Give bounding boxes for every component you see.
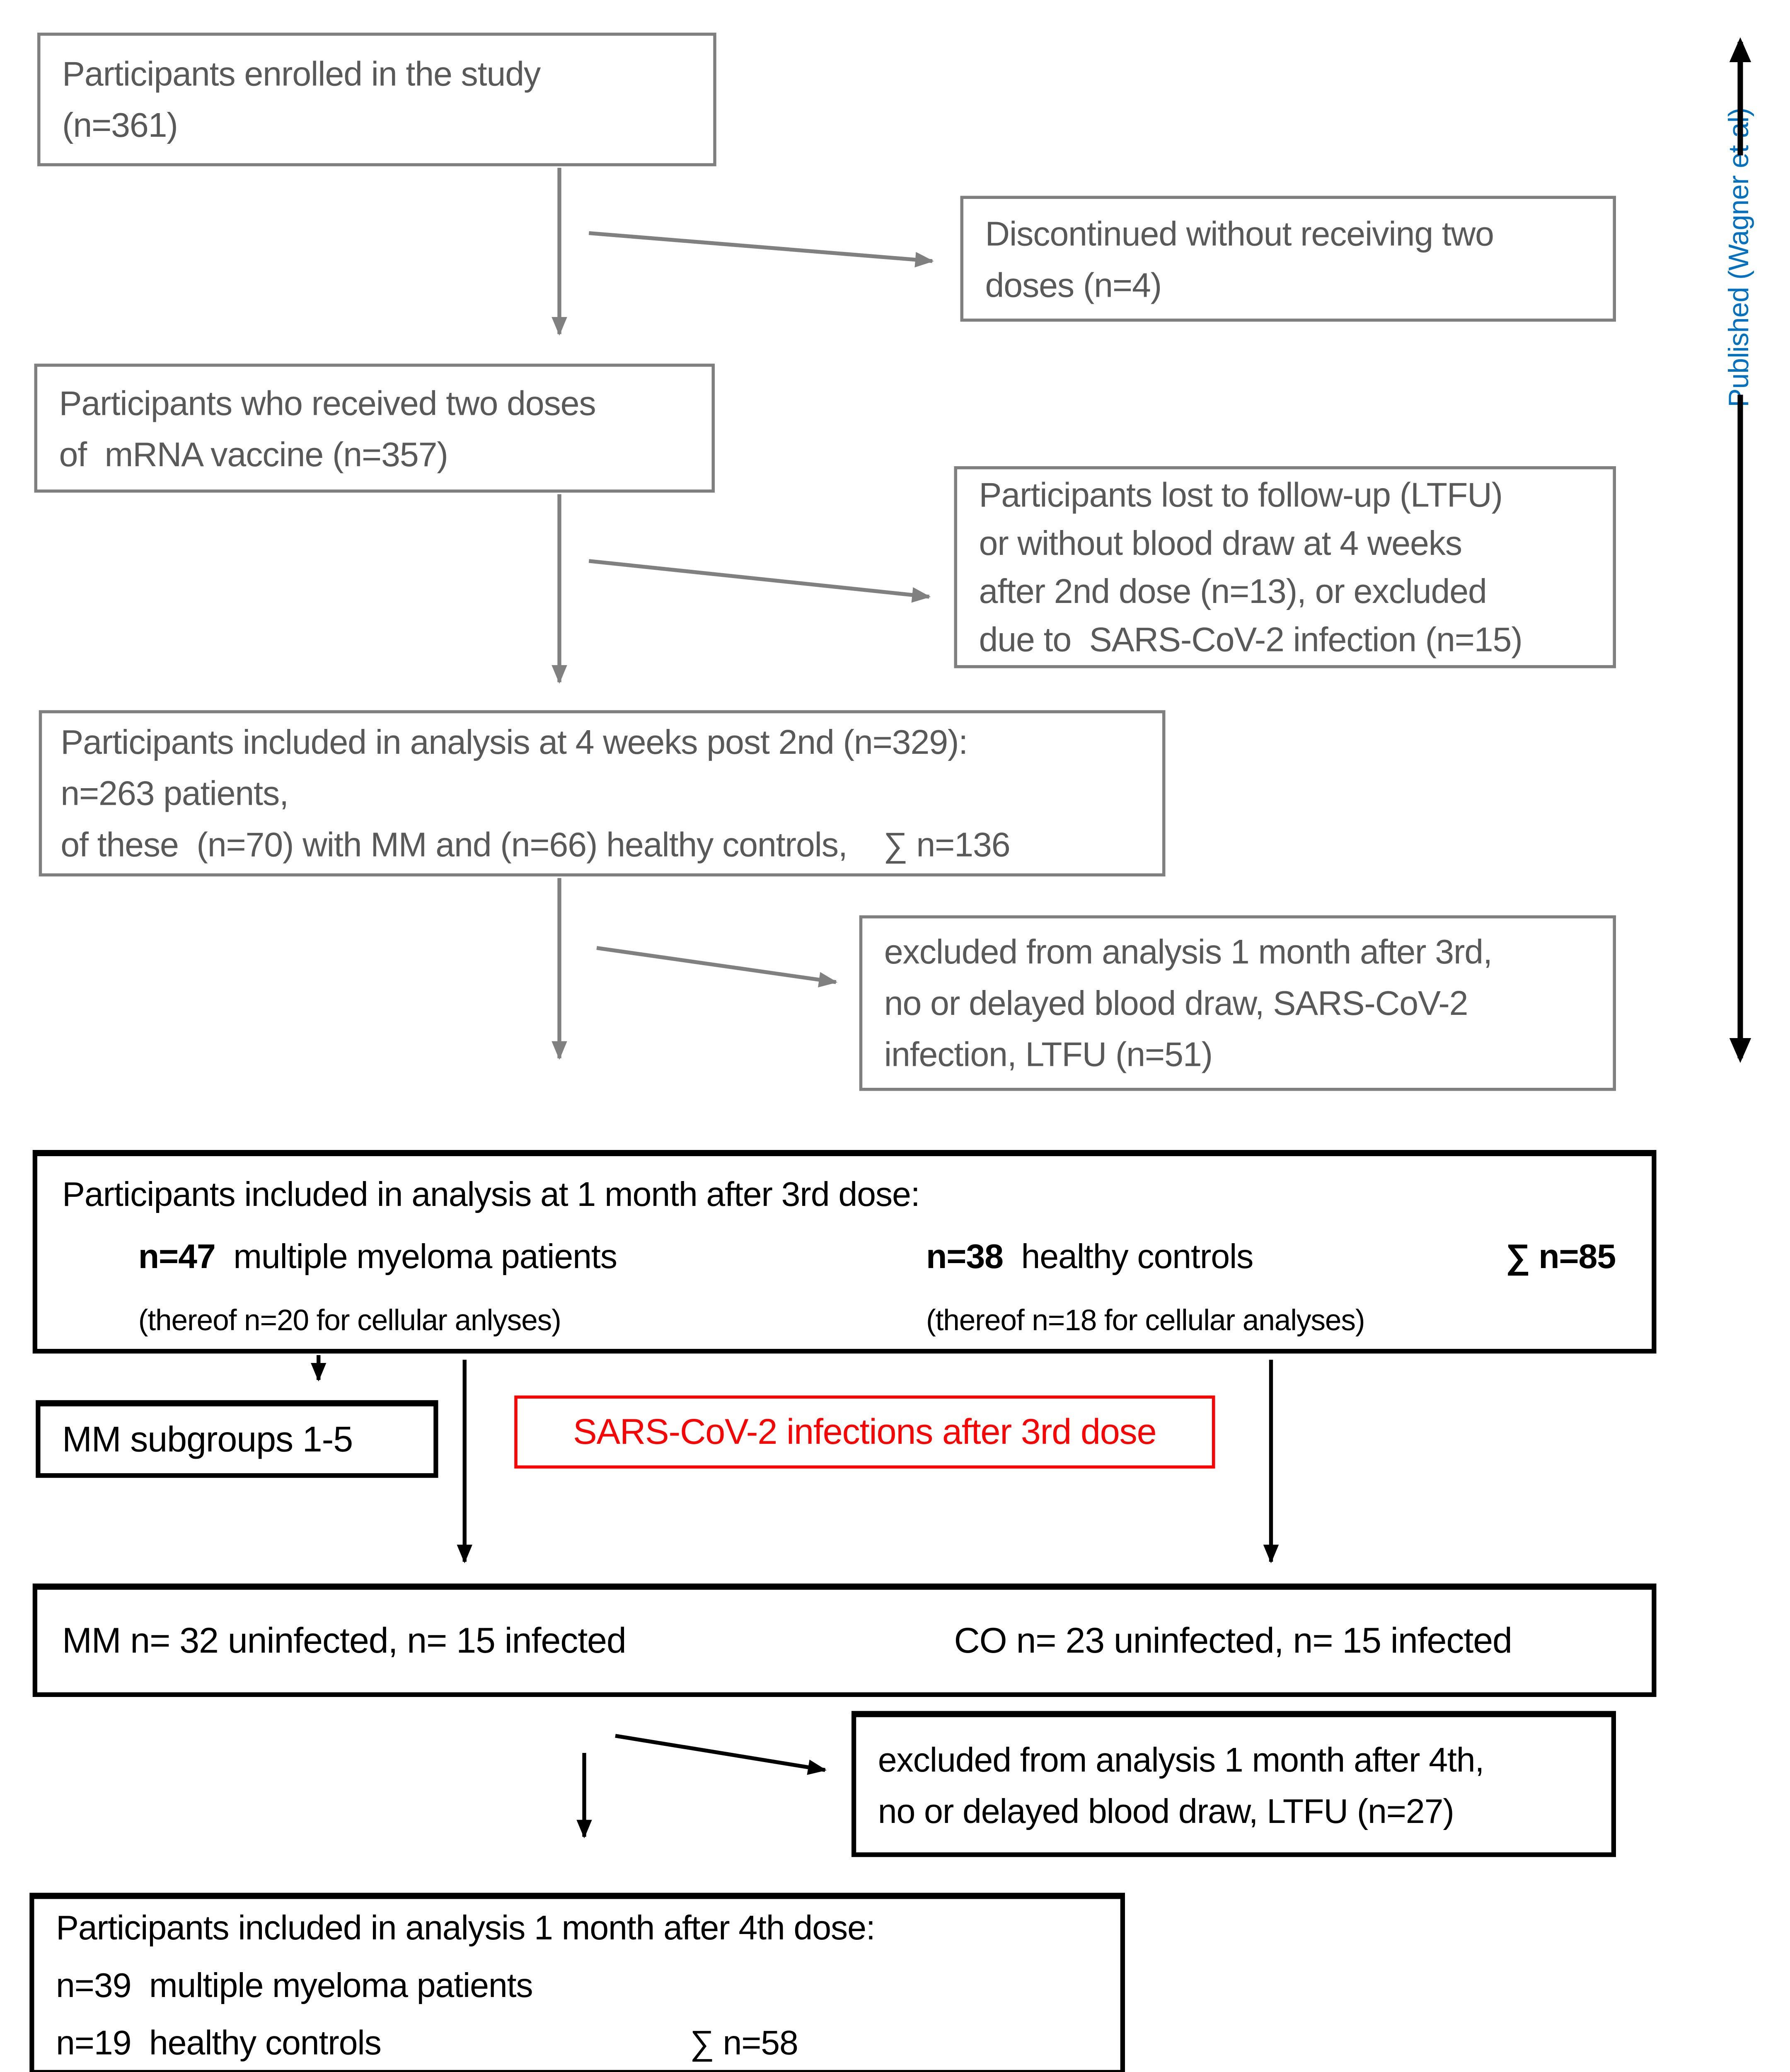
- box-enrolled: Participants enrolled in the study (n=36…: [37, 32, 716, 167]
- box-fourth-dose-mm: n=39 multiple myeloma patients: [56, 1965, 533, 2004]
- box-third-dose: Participants included in analysis at 1 m…: [32, 1150, 1657, 1354]
- box-excluded-4th: excluded from analysis 1 month after 4th…: [851, 1711, 1616, 1857]
- arrow-to-ltfu: [588, 559, 931, 603]
- box-ltfu-line4: due to SARS-CoV-2 infection (n=15): [979, 620, 1523, 659]
- box-mm-co: MM n= 32 uninfected, n= 15 infected CO n…: [32, 1583, 1657, 1697]
- box-excluded-4th-line2: no or delayed blood draw, LTFU (n=27): [878, 1791, 1454, 1830]
- box-third-dose-co-sub: (thereof n=18 for cellular analyses): [926, 1305, 1365, 1338]
- box-third-dose-mm-n: n=47: [138, 1237, 216, 1276]
- box-fourth-dose: Participants included in analysis 1 mont…: [29, 1893, 1125, 2072]
- box-four-weeks-line3: of these (n=70) with MM and (n=66) healt…: [60, 825, 1010, 864]
- box-ltfu-line1: Participants lost to follow-up (LTFU): [979, 475, 1503, 515]
- box-four-weeks-line2: n=263 patients,: [60, 774, 289, 813]
- box-excluded-4th-line1: excluded from analysis 1 month after 4th…: [878, 1740, 1485, 1779]
- arrow-to-excluded-4th: [615, 1734, 827, 1775]
- box-third-dose-co-label: healthy controls: [1003, 1237, 1253, 1276]
- box-mm-subgroups-label: MM subgroups 1-5: [62, 1418, 353, 1460]
- box-mm-co-co: CO n= 23 uninfected, n= 15 infected: [954, 1620, 1513, 1661]
- box-discontinued-line1: Discontinued without receiving two: [985, 213, 1495, 253]
- box-third-dose-sum: ∑ n=85: [1505, 1237, 1616, 1276]
- box-four-weeks-line1: Participants included in analysis at 4 w…: [60, 722, 968, 762]
- box-ltfu-line2: or without blood draw at 4 weeks: [979, 523, 1463, 563]
- box-two-doses-line1: Participants who received two doses: [59, 383, 596, 422]
- box-fourth-dose-row3: n=19 healthy controls ∑ n=58: [56, 2013, 1120, 2071]
- box-mm-co-mm: MM n= 32 uninfected, n= 15 infected: [62, 1620, 626, 1661]
- published-wagner-label: Published (Wagner et al): [1723, 108, 1754, 407]
- arrow-to-discontinued: [588, 231, 934, 268]
- box-ltfu-line3: after 2nd dose (n=13), or excluded: [979, 572, 1487, 611]
- box-third-dose-mm-label: multiple myeloma patients: [215, 1237, 617, 1276]
- box-third-dose-co-n: n=38: [926, 1237, 1004, 1276]
- box-third-dose-mm: n=47 multiple myeloma patients: [138, 1237, 617, 1278]
- box-discontinued-line2: doses (n=4): [985, 265, 1162, 304]
- box-excluded-3rd-line1: excluded from analysis 1 month after 3rd…: [884, 932, 1492, 971]
- box-excluded-3rd: excluded from analysis 1 month after 3rd…: [859, 915, 1616, 1091]
- box-two-doses-line2: of mRNA vaccine (n=357): [59, 434, 448, 473]
- box-third-dose-mm-sub: (thereof n=20 for cellular anlyses): [138, 1305, 561, 1338]
- box-fourth-dose-sum: ∑ n=58: [690, 2022, 798, 2062]
- box-third-dose-co: n=38 healthy controls: [926, 1237, 1253, 1278]
- arrow-to-excluded-3rd: [596, 946, 838, 988]
- box-third-dose-title: Participants included in analysis at 1 m…: [62, 1175, 920, 1214]
- box-discontinued: Discontinued without receiving two doses…: [960, 196, 1616, 322]
- box-two-doses: Participants who received two doses of m…: [34, 363, 715, 493]
- box-fourth-dose-co: n=19 healthy controls: [56, 2022, 382, 2062]
- box-excluded-3rd-line2: no or delayed blood draw, SARS-CoV-2: [884, 983, 1468, 1023]
- box-fourth-dose-title: Participants included in analysis 1 mont…: [56, 1907, 876, 1946]
- box-enrolled-line1: Participants enrolled in the study: [62, 54, 541, 93]
- box-ltfu: Participants lost to follow-up (LTFU) or…: [954, 466, 1616, 668]
- box-four-weeks: Participants included in analysis at 4 w…: [39, 710, 1166, 876]
- box-mm-subgroups: MM subgroups 1-5: [36, 1400, 438, 1478]
- box-excluded-3rd-line3: infection, LTFU (n=51): [884, 1035, 1213, 1074]
- box-sars-infections: SARS-CoV-2 infections after 3rd dose: [514, 1395, 1215, 1469]
- box-enrolled-line2: (n=361): [62, 106, 178, 145]
- box-sars-infections-label: SARS-CoV-2 infections after 3rd dose: [573, 1411, 1156, 1452]
